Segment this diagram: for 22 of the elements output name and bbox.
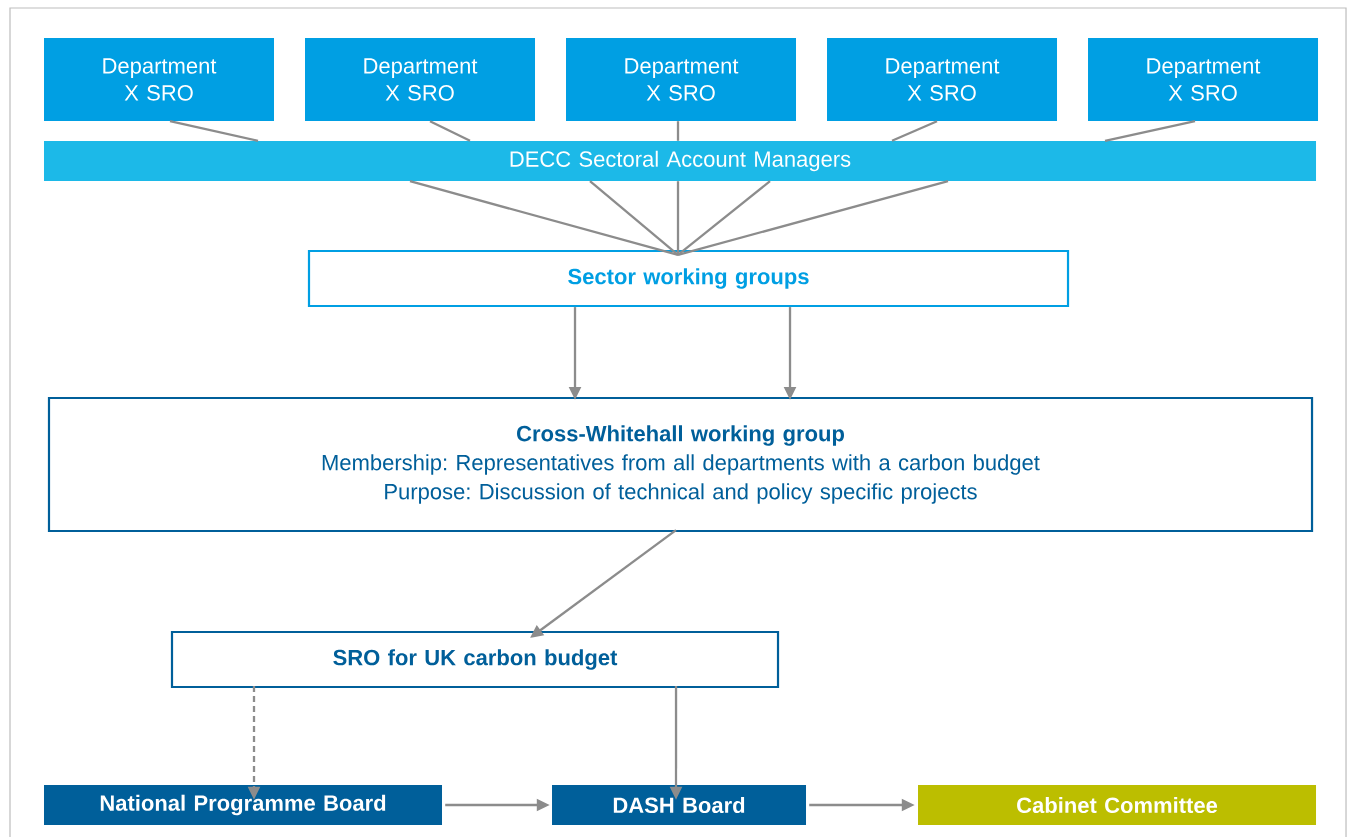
- dept-box: Department X SRO: [305, 38, 535, 121]
- connector-line: [429, 120, 471, 142]
- process-box: Cross-Whitehall working group Membership: Representatives from all departments with a carbon budget Purpose: Discussion of technical and policy specific projects: [47, 396, 1314, 533]
- board-box: DASH Board: [552, 785, 806, 825]
- connector-line: [677, 180, 949, 256]
- process-box: Sector working groups: [307, 249, 1070, 308]
- account-managers-band: DECC Sectoral Account Managers: [44, 141, 1317, 181]
- dept-box: Department X SRO: [44, 38, 274, 121]
- committee-box: Cabinet Committee: [918, 785, 1316, 825]
- connector-line: [891, 120, 938, 142]
- connector-line: [169, 120, 259, 142]
- connector-line: [409, 180, 679, 256]
- connector-line: [677, 180, 771, 256]
- connector-line: [1104, 120, 1196, 142]
- dept-box: Department X SRO: [1088, 38, 1318, 121]
- process-box: SRO for UK carbon budget: [170, 630, 780, 689]
- board-box: National Programme Board: [44, 785, 442, 825]
- dept-box: Department X SRO: [827, 38, 1057, 121]
- connector-line: [589, 180, 679, 256]
- connector-line: [676, 181, 680, 255]
- dept-box: Department X SRO: [566, 38, 796, 121]
- connector-line: [676, 121, 680, 141]
